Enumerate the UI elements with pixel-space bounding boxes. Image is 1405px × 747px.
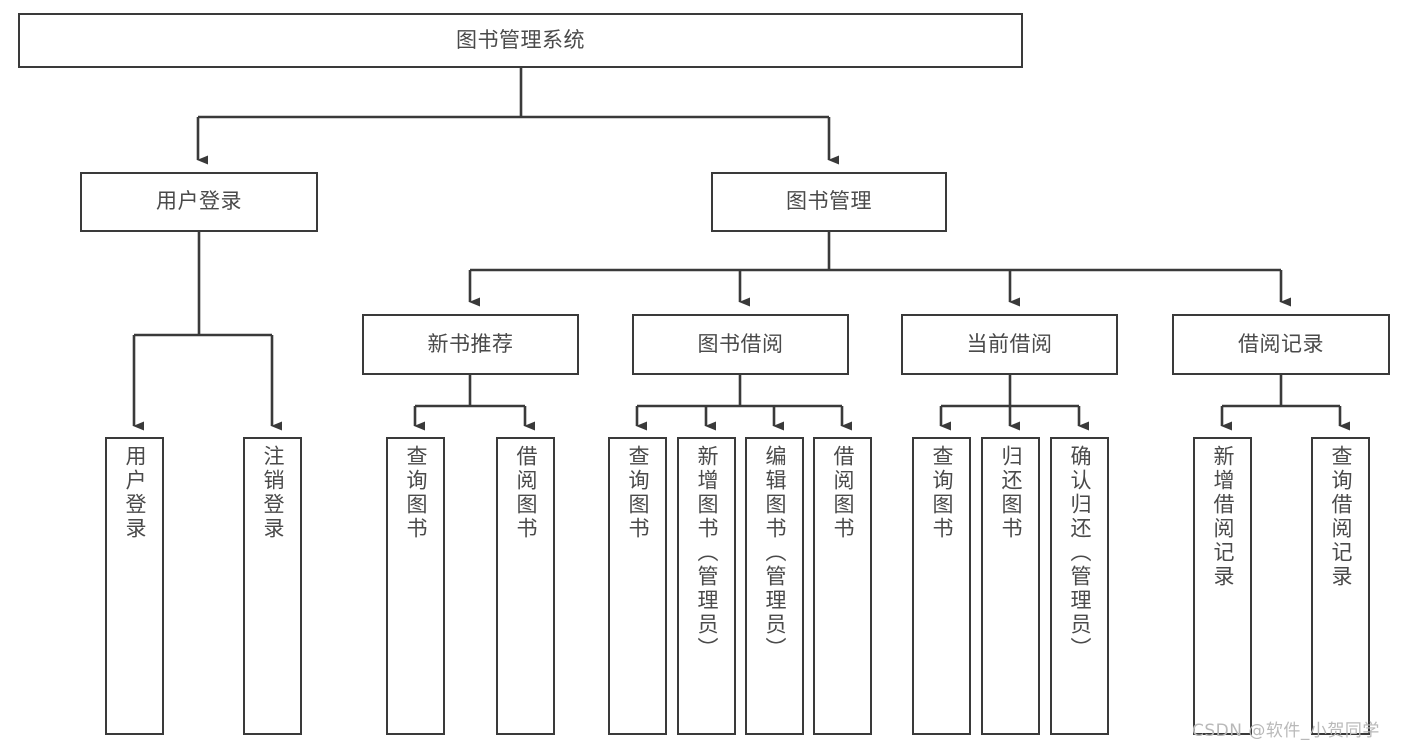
node-label: 查询图书	[404, 445, 428, 541]
node-label: 新书推荐	[427, 331, 514, 356]
node-label: 查询图书	[930, 445, 954, 541]
leaf-new-book-borrow[interactable]: 借阅图书	[496, 437, 555, 735]
node-label: 查询图书	[626, 445, 650, 541]
node-current-borrow[interactable]: 当前借阅	[901, 314, 1118, 375]
node-label: 借阅图书	[514, 445, 538, 541]
node-label: 新增图书（管理员）	[695, 445, 719, 661]
leaf-borrow-record-query[interactable]: 查询借阅记录	[1311, 437, 1370, 735]
node-label: 图书借阅	[697, 331, 784, 356]
leaf-current-borrow-confirm-return[interactable]: 确认归还（管理员）	[1050, 437, 1109, 735]
node-borrow-record[interactable]: 借阅记录	[1172, 314, 1390, 375]
leaf-user-login-login[interactable]: 用户登录	[105, 437, 164, 735]
leaf-book-borrow-query[interactable]: 查询图书	[608, 437, 667, 735]
node-new-book-recommend[interactable]: 新书推荐	[362, 314, 579, 375]
node-user-login[interactable]: 用户登录	[80, 172, 318, 232]
node-label: 借阅图书	[831, 445, 855, 541]
node-label: 注销登录	[261, 445, 285, 541]
leaf-borrow-record-add[interactable]: 新增借阅记录	[1193, 437, 1252, 735]
node-label: 确认归还（管理员）	[1068, 445, 1092, 661]
leaf-book-borrow-edit[interactable]: 编辑图书（管理员）	[745, 437, 804, 735]
node-label: 图书管理	[786, 189, 872, 214]
node-label: 当前借阅	[966, 331, 1053, 356]
leaf-book-borrow-add[interactable]: 新增图书（管理员）	[677, 437, 736, 735]
node-label: 归还图书	[999, 445, 1023, 541]
leaf-current-borrow-query[interactable]: 查询图书	[912, 437, 971, 735]
node-root-book-management-system[interactable]: 图书管理系统	[18, 13, 1023, 68]
node-label: 新增借阅记录	[1211, 445, 1235, 589]
csdn-watermark: CSDN @软件_小贺同学	[1192, 721, 1380, 741]
node-label: 编辑图书（管理员）	[763, 445, 787, 661]
leaf-new-book-query[interactable]: 查询图书	[386, 437, 445, 735]
node-label: 查询借阅记录	[1329, 445, 1353, 589]
node-label: 用户登录	[156, 189, 242, 214]
leaf-current-borrow-return[interactable]: 归还图书	[981, 437, 1040, 735]
node-book-management[interactable]: 图书管理	[711, 172, 947, 232]
node-label: 图书管理系统	[456, 27, 585, 52]
node-label: 用户登录	[123, 445, 147, 541]
leaf-book-borrow-borrow[interactable]: 借阅图书	[813, 437, 872, 735]
node-label: 借阅记录	[1238, 331, 1324, 356]
node-book-borrow[interactable]: 图书借阅	[632, 314, 849, 375]
leaf-user-login-logout[interactable]: 注销登录	[243, 437, 302, 735]
